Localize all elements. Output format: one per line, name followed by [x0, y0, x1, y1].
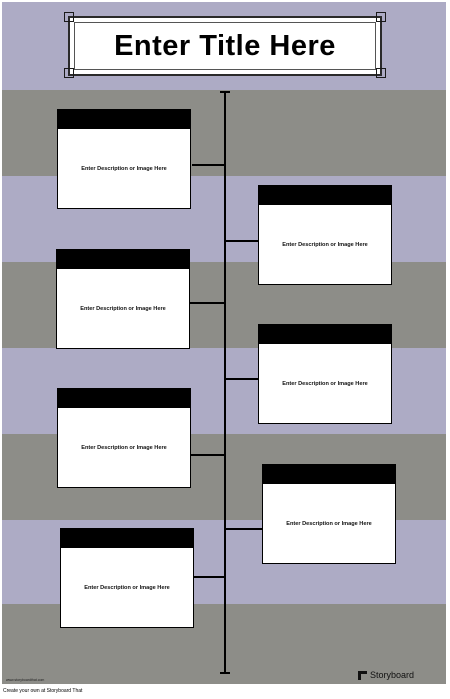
timeline-connector: [191, 454, 224, 456]
title-box[interactable]: Enter Title Here: [68, 16, 382, 76]
storyboard-logo-text: Storyboard: [370, 670, 415, 680]
card-header: [57, 250, 189, 269]
timeline-connector: [192, 164, 224, 166]
storyboard-logo-icon: [358, 670, 367, 680]
timeline-card[interactable]: Enter Description or Image Here: [258, 324, 392, 424]
card-description[interactable]: Enter Description or Image Here: [282, 241, 368, 248]
card-description[interactable]: Enter Description or Image Here: [81, 165, 167, 172]
timeline-connector: [194, 576, 224, 578]
timeline-spine-cap: [220, 91, 230, 93]
card-description[interactable]: Enter Description or Image Here: [81, 444, 167, 451]
card-description[interactable]: Enter Description or Image Here: [84, 584, 170, 591]
watermark-url: www.storyboardthat.com: [6, 678, 45, 682]
card-description[interactable]: Enter Description or Image Here: [286, 520, 372, 527]
timeline-connector: [226, 378, 258, 380]
timeline-card[interactable]: Enter Description or Image Here: [57, 109, 191, 209]
corner-handle-icon: [64, 12, 74, 22]
card-header: [263, 465, 395, 484]
card-header: [61, 529, 193, 548]
corner-handle-icon: [376, 68, 386, 78]
timeline-connector: [226, 240, 258, 242]
corner-handle-icon: [64, 68, 74, 78]
storyboard-logo: Storyboard: [358, 670, 414, 680]
timeline-card[interactable]: Enter Description or Image Here: [262, 464, 396, 564]
timeline-connector: [226, 528, 262, 530]
card-description[interactable]: Enter Description or Image Here: [80, 305, 166, 312]
timeline-card[interactable]: Enter Description or Image Here: [56, 249, 190, 349]
page-title[interactable]: Enter Title Here: [114, 29, 336, 62]
footer-link[interactable]: Create your own at Storyboard That: [3, 688, 83, 694]
card-header: [259, 186, 391, 205]
timeline-spine-cap: [220, 672, 230, 674]
card-header: [58, 110, 190, 129]
timeline-connector: [190, 302, 224, 304]
timeline-card[interactable]: Enter Description or Image Here: [258, 185, 392, 285]
card-header: [58, 389, 190, 408]
card-header: [259, 325, 391, 344]
timeline-card[interactable]: Enter Description or Image Here: [60, 528, 194, 628]
corner-handle-icon: [376, 12, 386, 22]
timeline-poster: Enter Title Here Enter Description or Im…: [2, 2, 446, 684]
title-inner-frame: Enter Title Here: [74, 22, 376, 70]
timeline-spine: [224, 92, 226, 674]
card-description[interactable]: Enter Description or Image Here: [282, 380, 368, 387]
timeline-card[interactable]: Enter Description or Image Here: [57, 388, 191, 488]
